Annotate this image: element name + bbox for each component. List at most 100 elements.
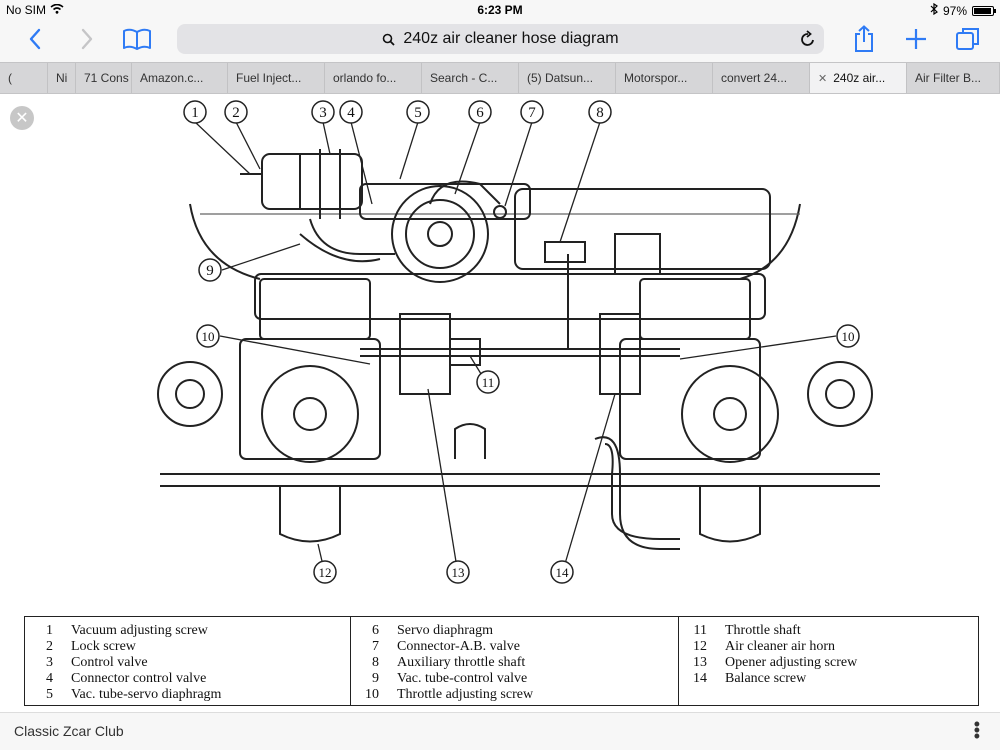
- back-button[interactable]: [20, 26, 50, 56]
- tab[interactable]: 71 Cons: [76, 63, 132, 93]
- legend-label: Opener adjusting screw: [725, 655, 858, 670]
- legend-divider: [350, 617, 351, 705]
- legend-number: 10: [365, 687, 379, 702]
- callout-label: 1: [191, 105, 199, 121]
- legend-label: Connector-A.B. valve: [397, 639, 520, 654]
- bluetooth-icon: [930, 2, 938, 18]
- wifi-icon: [50, 3, 64, 17]
- legend-row: 13 Opener adjusting screw: [679, 655, 857, 671]
- tabs-overview-button[interactable]: [953, 26, 983, 56]
- tab[interactable]: Ni: [48, 63, 76, 93]
- callout-label: 6: [476, 105, 484, 121]
- tab-label: orlando fo...: [333, 71, 397, 85]
- legend-number: 14: [693, 671, 707, 686]
- tab-label: 71 Cons: [84, 71, 129, 85]
- tab[interactable]: Motorspor...: [616, 63, 713, 93]
- tab-label: (: [8, 71, 12, 85]
- plus-icon: [904, 27, 928, 56]
- callout-label: 8: [596, 105, 604, 121]
- legend-number: 9: [372, 671, 379, 686]
- legend-label: Lock screw: [71, 639, 136, 654]
- callout-label: 2: [232, 105, 240, 121]
- legend-row: 12 Air cleaner air horn: [679, 639, 857, 655]
- callout-label: 11: [482, 375, 495, 390]
- legend-label: Air cleaner air horn: [725, 639, 835, 654]
- new-tab-button[interactable]: [901, 26, 931, 56]
- battery-fill: [974, 7, 992, 14]
- callout-label: 7: [528, 105, 536, 121]
- legend-number: 3: [46, 655, 53, 670]
- reload-icon[interactable]: [800, 30, 816, 53]
- tab-active[interactable]: ✕240z air...: [810, 63, 907, 93]
- callout-label: 4: [347, 105, 355, 121]
- page-content: ✕: [0, 94, 1000, 712]
- legend-row: 14 Balance screw: [679, 671, 857, 687]
- callout-label: 13: [452, 565, 465, 580]
- forward-button[interactable]: [72, 26, 102, 56]
- more-icon[interactable]: •••: [973, 714, 980, 746]
- legend-divider: [678, 617, 679, 705]
- carrier-text: No SIM: [6, 3, 47, 17]
- legend-label: Connector control valve: [71, 671, 207, 686]
- browser-toolbar: 240z air cleaner hose diagram: [0, 20, 1000, 62]
- share-button[interactable]: [849, 24, 879, 58]
- forward-icon: [80, 28, 94, 55]
- legend-label: Throttle adjusting screw: [397, 687, 534, 702]
- tab-label: Motorspor...: [624, 71, 688, 85]
- legend-number: 4: [46, 671, 53, 686]
- share-icon: [853, 24, 875, 58]
- callout-label: 5: [414, 105, 422, 121]
- address-bar[interactable]: 240z air cleaner hose diagram: [177, 24, 824, 54]
- legend-number: 7: [372, 639, 379, 654]
- tab[interactable]: convert 24...: [713, 63, 810, 93]
- legend-label: Balance screw: [725, 671, 807, 686]
- legend-row: 2 Lock screw: [25, 639, 221, 655]
- tab[interactable]: orlando fo...: [325, 63, 422, 93]
- carburetor-diagram: 1 2 3 4 5 6 7 8 9 10 10 11 12 13 14: [157, 100, 880, 584]
- close-image-button[interactable]: ✕: [10, 106, 34, 130]
- search-icon: [382, 33, 396, 46]
- legend-row: 6 Servo diaphragm: [351, 623, 533, 639]
- legend-number: 1: [46, 623, 53, 638]
- address-text: 240z air cleaner hose diagram: [403, 30, 619, 47]
- legend-row: 7 Connector-A.B. valve: [351, 639, 533, 655]
- legend-number: 5: [46, 687, 53, 702]
- bookmarks-button[interactable]: [120, 26, 154, 56]
- site-name: Classic Zcar Club: [14, 723, 124, 739]
- tab[interactable]: Amazon.c...: [132, 63, 228, 93]
- tab-label: Air Filter B...: [915, 71, 982, 85]
- legend-label: Vac. tube-servo diaphragm: [71, 687, 222, 702]
- legend-number: 13: [693, 655, 707, 670]
- legend-label: Auxiliary throttle shaft: [397, 655, 526, 670]
- tab-label: convert 24...: [721, 71, 788, 85]
- tab[interactable]: (: [0, 63, 48, 93]
- clock: 6:23 PM: [477, 3, 523, 17]
- legend-number: 6: [372, 623, 379, 638]
- tab-label: Search - C...: [430, 71, 498, 85]
- footer-bar: Classic Zcar Club •••: [0, 712, 1000, 750]
- tab[interactable]: Search - C...: [422, 63, 519, 93]
- tab-strip: ( Ni 71 Cons Amazon.c... Fuel Inject... …: [0, 62, 1000, 94]
- tab[interactable]: (5) Datsun...: [519, 63, 616, 93]
- legend-number: 2: [46, 639, 53, 654]
- battery-percent: 97%: [942, 3, 967, 18]
- tab[interactable]: Air Filter B...: [907, 63, 1000, 93]
- callout-label: 9: [206, 263, 214, 279]
- close-tab-icon[interactable]: ✕: [818, 72, 828, 85]
- legend-row: 4 Connector control valve: [25, 671, 221, 687]
- legend-label: Servo diaphragm: [397, 623, 494, 638]
- tab-label: (5) Datsun...: [527, 71, 594, 85]
- legend-label: Throttle shaft: [725, 623, 801, 638]
- book-icon: [122, 27, 152, 56]
- callout-label: 12: [319, 565, 332, 580]
- status-bar: No SIM 6:23 PM 97%: [0, 0, 1000, 20]
- legend-number: 12: [693, 639, 707, 654]
- callout-label: 10: [842, 329, 855, 344]
- tab[interactable]: Fuel Inject...: [228, 63, 325, 93]
